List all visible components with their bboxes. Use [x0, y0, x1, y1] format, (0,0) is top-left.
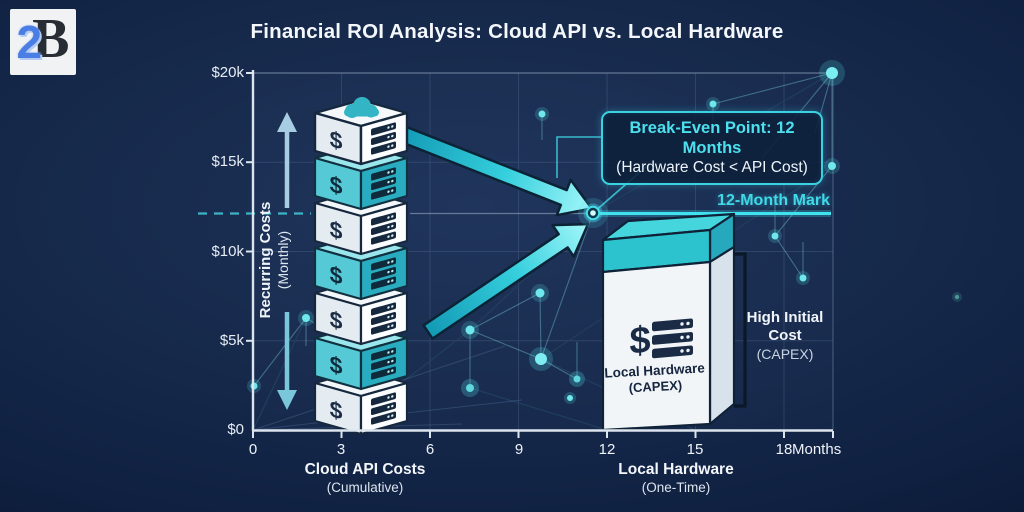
recurring-costs-label: Recurring Costs (Monthly) [256, 181, 298, 339]
dollar-icon: $ [330, 126, 343, 155]
arrow-bottom-to-breakeven [422, 222, 590, 340]
break-even-callout: Break-Even Point: 12 Months (Hardware Co… [601, 111, 823, 185]
stack-box: $ [313, 188, 409, 256]
cloud-api-caption-title: Cloud API Costs [304, 461, 426, 478]
break-even-point [578, 198, 608, 228]
hardware-box-label: Local Hardware (CAPEX) [603, 359, 707, 397]
stack-box: $ [313, 143, 409, 211]
x-tick-3: 3 [336, 441, 346, 458]
hardware-icon: $ [629, 318, 693, 363]
stack-box: $ [313, 233, 409, 301]
logo-2: 2 [16, 16, 43, 68]
logo-b: B [32, 8, 70, 70]
dollar-icon: $ [629, 319, 650, 363]
x-tick-9: 9 [514, 441, 524, 458]
x-tick-18: 18 [775, 441, 793, 458]
arrow-top-to-breakeven [395, 124, 593, 217]
y-tick-10k: $10k [211, 243, 244, 260]
dollar-icon: $ [330, 306, 343, 335]
twelve-month-mark-label: 12-Month Mark [717, 192, 830, 209]
y-tick-20k: $20k [211, 64, 244, 81]
x-tick-15: 15 [686, 441, 704, 458]
x-tick-6: 6 [425, 441, 435, 458]
y-tick-15k: $15k [211, 153, 244, 170]
x-axis-unit: Months [792, 441, 842, 458]
logo: 2 B [10, 9, 76, 75]
local-hardware-caption-title: Local Hardware [618, 461, 734, 478]
high-initial-cost-label: High Initial Cost (CAPEX) [735, 309, 835, 363]
axes [246, 70, 834, 438]
recurring-costs-line2: (Monthly) [275, 230, 291, 290]
recurring-down-arrow [277, 312, 297, 410]
cloud-api-caption-sub: (Cumulative) [326, 480, 404, 495]
dollar-icon: $ [330, 216, 343, 245]
x-tick-0: 0 [248, 441, 258, 458]
local-hardware-caption: Local Hardware (One-Time) [564, 460, 788, 496]
stack-box: $ [313, 278, 409, 346]
stack-box: $ [313, 368, 409, 436]
stack-box-top: $ [313, 97, 409, 166]
cloud-api-caption: Cloud API Costs (Cumulative) [253, 460, 477, 496]
cloud-api-cost-stack: $ $ $ $ $ $ [313, 97, 409, 436]
y-tick-0: $0 [227, 421, 244, 438]
dollar-icon: $ [330, 351, 343, 380]
cloud-icon [344, 97, 379, 118]
recurring-costs-line1: Recurring Costs [257, 201, 274, 319]
recurring-up-arrow [277, 112, 297, 208]
high-initial-cost-line2: Cost [768, 327, 802, 344]
break-even-callout-title: Break-Even Point: 12 Months [629, 119, 795, 157]
page-title: Financial ROI Analysis: Cloud API vs. Lo… [250, 20, 784, 43]
x-tick-12: 12 [598, 441, 616, 458]
dollar-icon: $ [330, 396, 343, 425]
high-initial-cost-line3: (CAPEX) [756, 346, 814, 362]
dollar-icon: $ [330, 261, 343, 290]
break-even-callout-subtitle: (Hardware Cost < API Cost) [616, 159, 808, 176]
stack-box: $ [313, 323, 409, 391]
server-icon [652, 318, 693, 359]
dollar-icon: $ [330, 171, 343, 200]
capex-bracket [734, 252, 747, 408]
network-nodes [247, 60, 962, 404]
y-tick-5k: $5k [219, 332, 244, 349]
local-hardware-box [601, 212, 736, 432]
high-initial-cost-line1: High Initial [746, 309, 824, 326]
local-hardware-caption-sub: (One-Time) [641, 480, 711, 495]
